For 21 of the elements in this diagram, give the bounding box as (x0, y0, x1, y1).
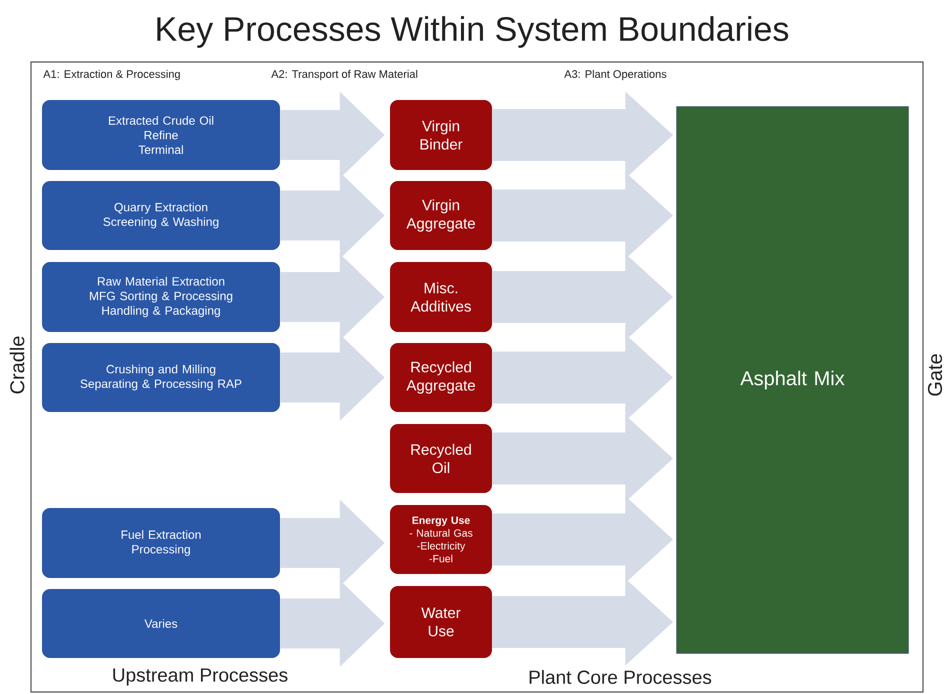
side-label: Cradle (10, 336, 24, 394)
process-box: Extracted Crude Oil Refine Terminal (42, 100, 280, 170)
section-label: Plant Core Processes (530, 670, 712, 684)
column-heading: A3: Plant Operations (564, 70, 666, 80)
material-box: Virgin Binder (390, 100, 492, 170)
process-box: Quarry Extraction Screening & Washing (42, 181, 280, 250)
material-box: Recycled Aggregate (390, 343, 492, 412)
material-box: Energy Use - Natural Gas -Electricity -Fuel (390, 505, 492, 574)
title: Key Processes Within System Boundaries (157, 16, 788, 48)
material-box: Recycled Oil (390, 424, 492, 493)
process-box: Raw Material Extraction MFG Sorting & Processing Handling & Packaging (42, 262, 280, 332)
material-box: Water Use (390, 586, 492, 658)
material-box: Virgin Aggregate (390, 181, 492, 250)
process-box: Crushing and Milling Separating & Processing RAP (42, 343, 280, 412)
column-heading: A2: Transport of Raw Material (271, 70, 418, 80)
process-box: Varies (42, 589, 280, 658)
process-box: Fuel Extraction Processing (42, 508, 280, 578)
side-label: Gate (928, 354, 942, 396)
material-box: Misc. Additives (390, 262, 492, 332)
column-heading: A1: Extraction & Processing (43, 70, 180, 80)
product-box: Asphalt Mix (676, 106, 909, 654)
